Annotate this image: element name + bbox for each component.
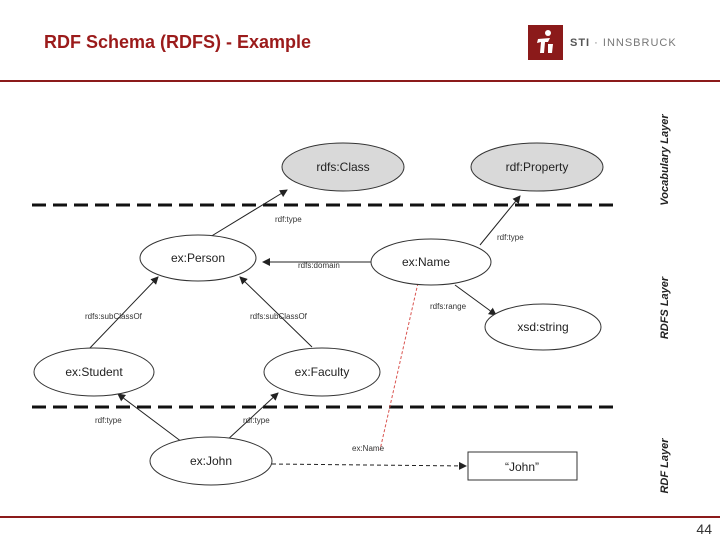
- sti-innsbruck-logo: STI · INNSBRUCK: [528, 25, 698, 61]
- footer-rule: [0, 516, 720, 518]
- header-rule: [0, 80, 720, 82]
- layer-label-vocabulary: Vocabulary Layer: [659, 114, 671, 206]
- edge-name-type: [479, 195, 521, 246]
- node-label-xsd-string: xsd:string: [517, 320, 568, 334]
- edge-john-type-faculty: [224, 392, 279, 443]
- edge-label-student-subclass: rdfs:subClassOf: [85, 312, 143, 321]
- edge-john-name: [271, 461, 467, 470]
- logo-text: STI · INNSBRUCK: [570, 37, 677, 49]
- node-label-ex-name: ex:Name: [402, 255, 450, 269]
- node-label-john-literal: “John”: [505, 460, 539, 474]
- edge-label-john-type-faculty: rdf:type: [243, 416, 270, 425]
- logo-mark-icon: [528, 25, 563, 60]
- node-label-ex-john: ex:John: [190, 454, 232, 468]
- edge-person-type: [204, 189, 288, 241]
- node-ex-person: ex:Person: [139, 234, 257, 282]
- edge-faculty-subclass: [239, 276, 313, 348]
- edge-label-name-type: rdf:type: [497, 233, 524, 242]
- node-ex-faculty: ex:Faculty: [263, 347, 381, 397]
- node-label-ex-person: ex:Person: [171, 251, 225, 265]
- node-rdf-property: rdf:Property: [470, 142, 604, 192]
- edge-label-faculty-subclass: rdfs:subClassOf: [250, 312, 308, 321]
- edge-label-person-type: rdf:type: [275, 215, 302, 224]
- node-xsd-string: xsd:string: [484, 303, 602, 351]
- edge-label-john-type-student: rdf:type: [95, 416, 122, 425]
- layer-label-rdf: RDF Layer: [659, 438, 671, 494]
- node-label-rdf-property: rdf:Property: [506, 160, 569, 174]
- node-ex-name: ex:Name: [370, 238, 492, 286]
- node-rdfs-class: rdfs:Class: [281, 142, 405, 192]
- page-title: RDF Schema (RDFS) - Example: [44, 32, 312, 52]
- node-ex-student: ex:Student: [33, 347, 155, 397]
- page-number: 44: [696, 521, 712, 537]
- edge-range: [454, 284, 497, 316]
- edge-student-subclass: [87, 276, 159, 351]
- node-label-ex-faculty: ex:Faculty: [295, 365, 350, 379]
- node-ex-john: ex:John: [149, 436, 273, 486]
- node-label-ex-student: ex:Student: [65, 365, 123, 379]
- edge-label-domain: rdfs:domain: [298, 261, 340, 270]
- node-john-literal: “John”: [467, 451, 578, 481]
- layer-label-rdfs: RDFS Layer: [659, 276, 671, 339]
- node-label-rdfs-class: rdfs:Class: [316, 160, 369, 174]
- edge-label-john-name: ex:Name: [352, 444, 385, 453]
- edge-label-range: rdfs:range: [430, 302, 467, 311]
- instance-link-highlight: [379, 282, 419, 451]
- edge-john-type-student: [117, 393, 183, 443]
